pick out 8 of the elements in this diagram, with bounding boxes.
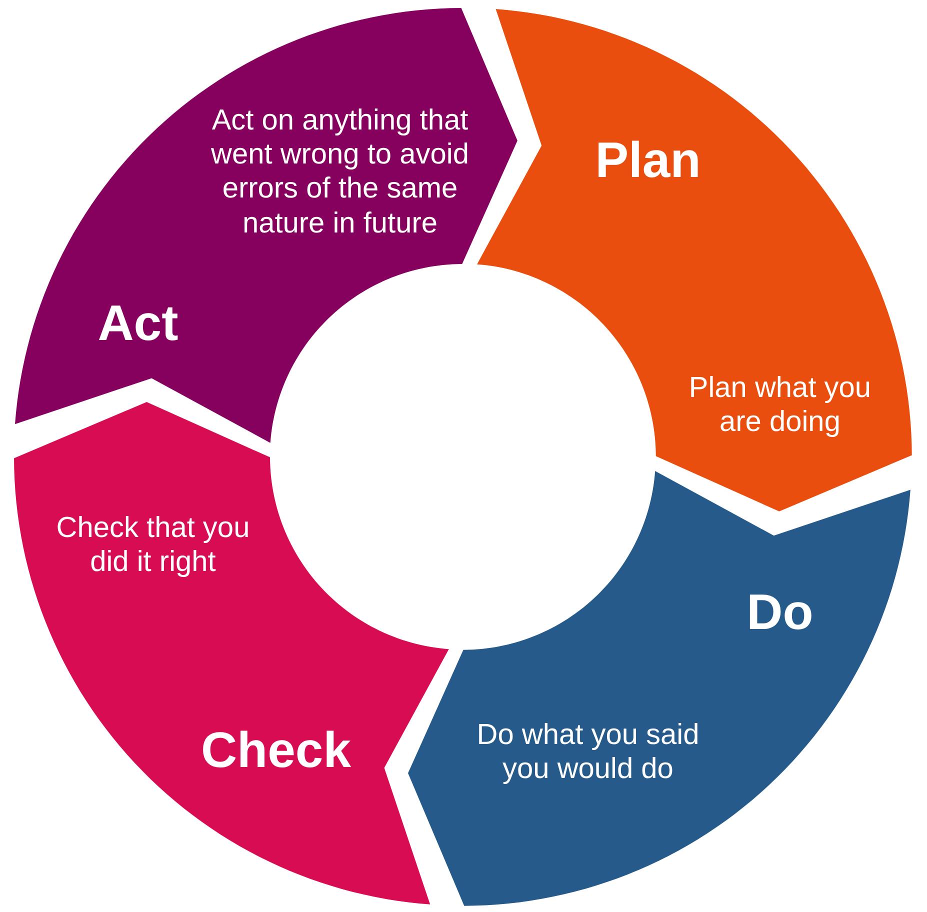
stage-heading: Plan [595,130,701,189]
stage-heading: Check [200,720,352,779]
stage-description: Do what you said you would do [476,718,700,786]
stage-heading: Act [98,294,178,352]
stage-description: Check that you did it right [55,510,251,580]
stage-heading: Do [746,582,814,641]
stage-description: Plan what you are doing [688,370,872,440]
stage-description: Act on anything that went wrong to avoid errors of the same nature in future [210,104,470,240]
